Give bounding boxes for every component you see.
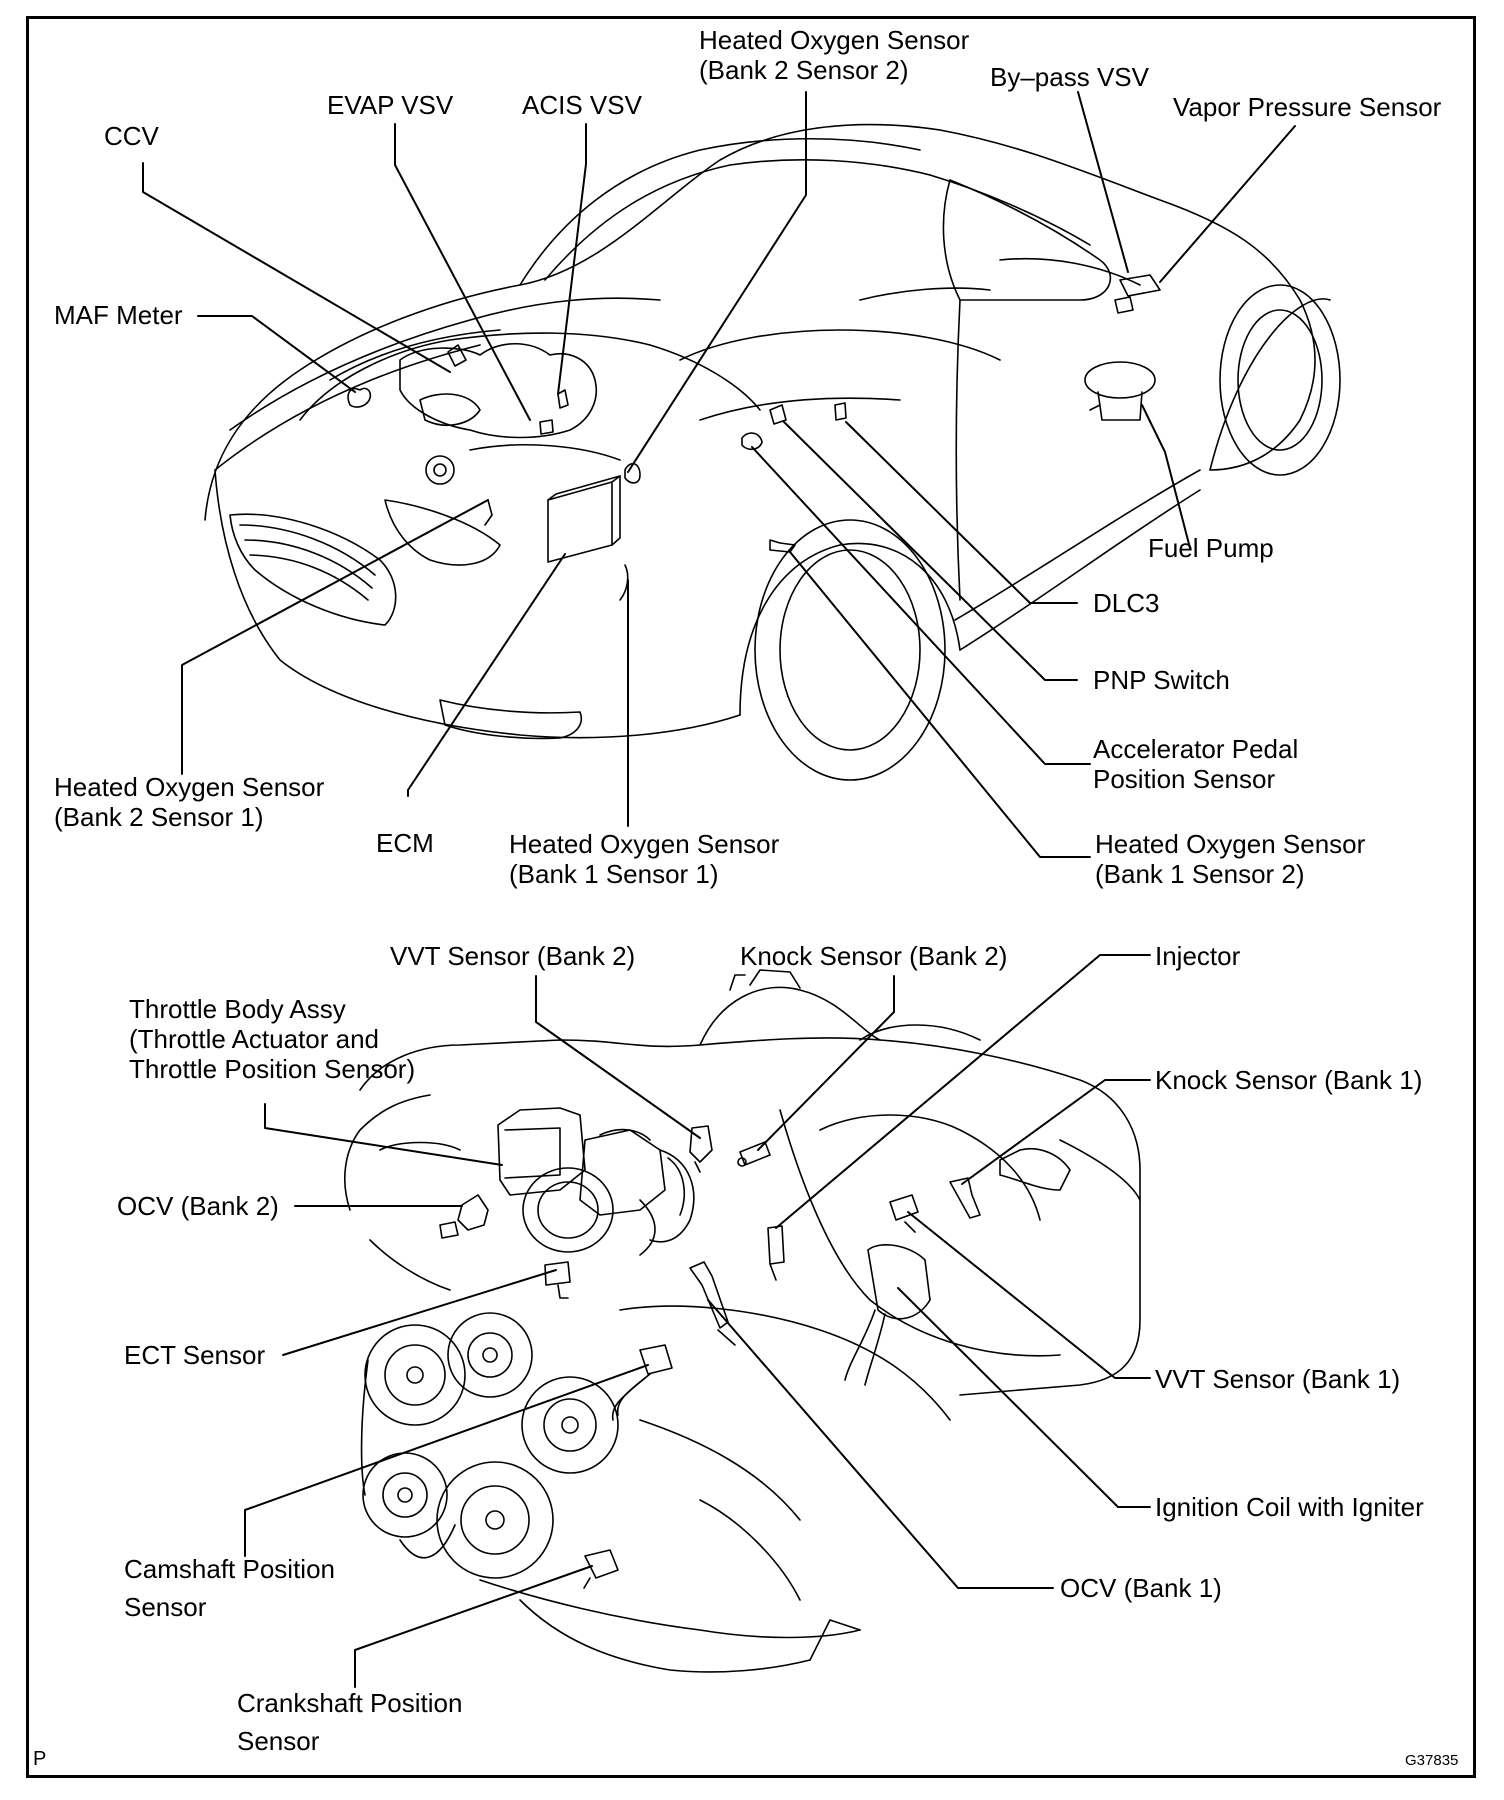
leader-bypass-vsv (1077, 91, 1129, 273)
leader-ect-sensor (282, 1269, 557, 1356)
leader-lines (142, 91, 1296, 1688)
engine-illustration (344, 969, 1141, 1673)
label-dlc3: DLC3 (1093, 588, 1160, 618)
leader-ignition-coil (897, 1287, 1151, 1508)
label-ecm: ECM (376, 828, 434, 858)
label-fuel-pump: Fuel Pump (1148, 533, 1274, 563)
leader-heated-o2-b2s1 (181, 499, 489, 775)
label-ocv-bank1: OCV (Bank 1) (1060, 1573, 1222, 1603)
leader-vapor-pressure (1159, 125, 1296, 283)
leader-throttle-body (264, 1103, 503, 1166)
label-ect-sensor: ECT Sensor (124, 1340, 266, 1370)
leader-ccv (142, 162, 451, 373)
diagram-frame (26, 16, 1476, 1778)
leader-vvt-bank1 (907, 1211, 1151, 1379)
leader-accel-pedal (751, 446, 1091, 765)
label-evap-vsv: EVAP VSV (327, 90, 454, 120)
label-bypass-vsv: By–pass VSV (990, 62, 1149, 92)
leader-acis-vsv (557, 123, 587, 395)
leader-evap-vsv (394, 123, 531, 421)
label-acis-vsv: ACIS VSV (522, 90, 642, 120)
label-heated-o2-b2s1: Heated Oxygen Sensor(Bank 2 Sensor 1) (54, 772, 325, 832)
label-maf-meter: MAF Meter (54, 300, 183, 330)
leader-fuel-pump (1141, 404, 1191, 549)
label-throttle-body: Throttle Body Assy(Throttle Actuator and… (129, 994, 416, 1084)
leader-ocv-bank1 (707, 1299, 1054, 1589)
label-ocv-bank2: OCV (Bank 2) (117, 1191, 279, 1221)
label-vvt-bank2: VVT Sensor (Bank 2) (390, 941, 636, 971)
leader-vvt-bank2 (535, 975, 701, 1139)
label-knock-bank1: Knock Sensor (Bank 1) (1155, 1065, 1423, 1095)
label-injector: Injector (1155, 941, 1241, 971)
leader-knock-bank1 (961, 1079, 1151, 1185)
label-heated-o2-b1s1: Heated Oxygen Sensor(Bank 1 Sensor 1) (509, 829, 780, 889)
leader-injector (775, 954, 1151, 1229)
leader-crankshaft (354, 1565, 593, 1688)
label-pnp-switch: PNP Switch (1093, 665, 1230, 695)
leader-camshaft (244, 1364, 649, 1557)
leader-ecm (407, 553, 566, 797)
car-illustration (204, 123, 1341, 781)
leader-knock-bank2 (757, 975, 895, 1151)
leader-heated-o2-b1s2 (789, 551, 1091, 858)
label-vvt-bank1: VVT Sensor (Bank 1) (1155, 1364, 1401, 1394)
label-knock-bank2: Knock Sensor (Bank 2) (740, 941, 1008, 971)
leader-dlc3 (845, 421, 1078, 604)
label-heated-o2-b2s2: Heated Oxygen Sensor(Bank 2 Sensor 2) (699, 25, 970, 85)
label-ccv: CCV (104, 121, 159, 151)
page-letter: P (33, 1748, 47, 1770)
label-heated-o2-b1s2: Heated Oxygen Sensor(Bank 1 Sensor 2) (1095, 829, 1366, 889)
leader-maf-meter (197, 315, 356, 393)
label-vapor-pressure-sensor: Vapor Pressure Sensor (1173, 92, 1442, 122)
figure-code: G37835 (1405, 1752, 1459, 1769)
leader-heated-o2-b2s2 (627, 91, 807, 473)
leader-pnp-switch (783, 421, 1078, 681)
label-ignition-coil: Ignition Coil with Igniter (1155, 1492, 1424, 1522)
